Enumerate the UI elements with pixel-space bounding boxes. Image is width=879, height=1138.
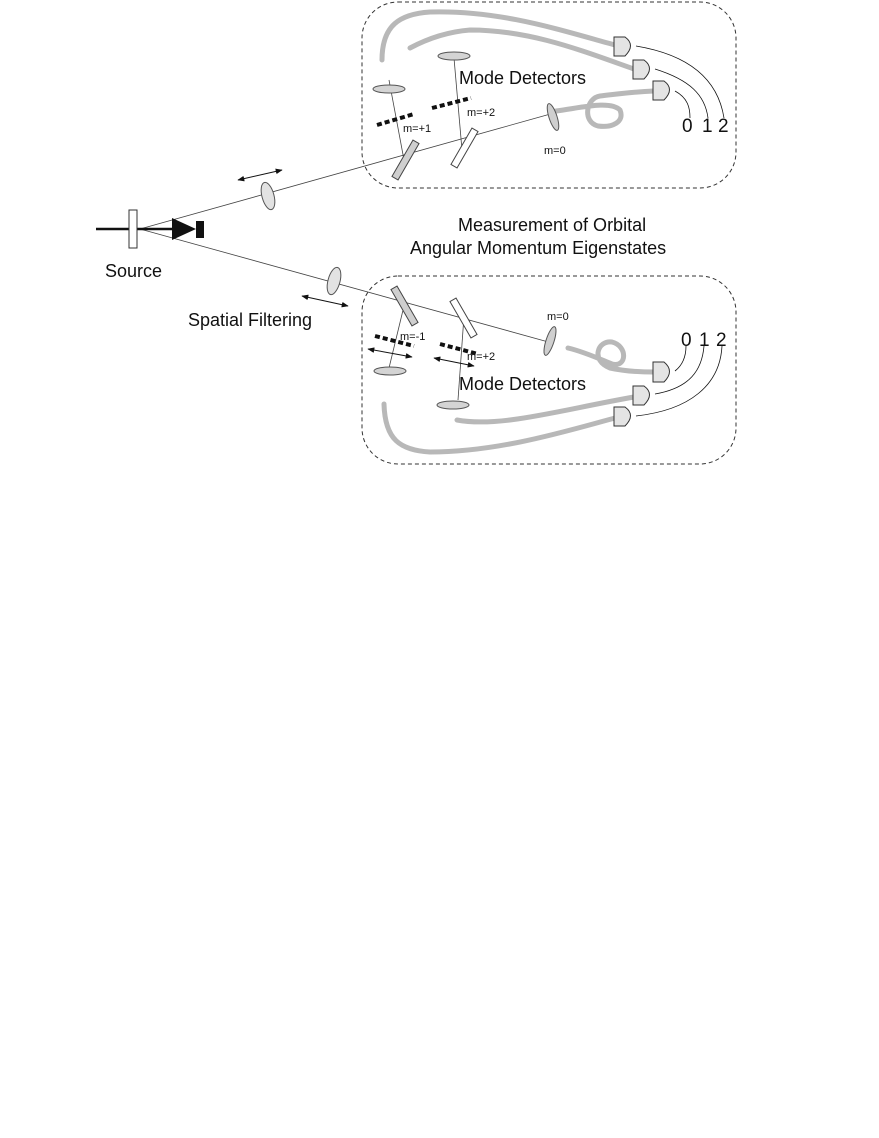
source-arrowhead	[172, 218, 196, 240]
title-line-2: Angular Momentum Eigenstates	[410, 238, 666, 258]
translation-arrows	[237, 168, 475, 368]
upper-detectors	[613, 36, 670, 101]
lower-mode-m-0: m=0	[547, 311, 569, 323]
upper-mode-m-plus1: m=+1	[403, 123, 431, 135]
lower-mode-detectors-label: Mode Detectors	[459, 374, 586, 394]
lower-fibers	[381, 339, 657, 455]
lower-channel-1: 1	[699, 330, 710, 351]
lower-mode-m-plus2: m=+2	[467, 351, 495, 363]
lower-channel-2: 2	[716, 330, 727, 351]
upper-channel-1: 1	[702, 116, 713, 137]
signal-wires	[635, 45, 725, 417]
upper-module-box	[361, 1, 737, 189]
upper-mode-m-0: m=0	[544, 145, 566, 157]
upper-fibers	[379, 9, 657, 129]
lower-detectors	[613, 361, 670, 427]
upper-channel-0: 0	[682, 116, 693, 137]
upper-mode-m-plus2: m=+2	[467, 107, 495, 119]
source-block	[196, 221, 204, 238]
upper-mode-detectors-label: Mode Detectors	[459, 68, 586, 88]
upper-arm-lens	[260, 181, 276, 211]
source-label: Source	[105, 261, 162, 281]
upper-channel-2: 2	[718, 116, 729, 137]
lower-optics	[373, 285, 557, 410]
lower-mode-m-minus1: m=-1	[400, 331, 425, 343]
lower-arm-lens	[326, 266, 342, 296]
title-line-1: Measurement of Orbital	[458, 215, 646, 235]
source-crystal	[128, 209, 138, 249]
spatial-filtering-label: Spatial Filtering	[188, 310, 312, 330]
upper-optics	[372, 51, 560, 181]
lower-channel-0: 0	[681, 330, 692, 351]
lower-module-box	[361, 275, 737, 465]
